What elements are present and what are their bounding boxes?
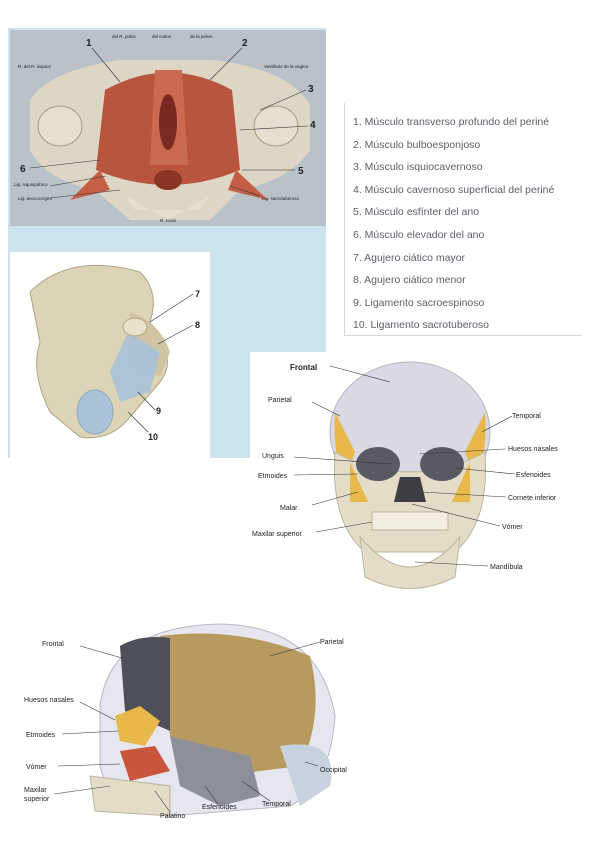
perineum-top-label-a: del R. pubis — [112, 34, 137, 39]
perineum-bottom-label: R. coxis — [160, 218, 177, 223]
skull-side-parietal: Parietal — [320, 639, 344, 646]
legend-list: 1. Músculo transverso profundo del perin… — [345, 103, 582, 337]
pelvis-figure: 7 8 9 10 — [10, 252, 210, 458]
perineum-label-4: 4 — [310, 120, 316, 131]
skull-front-parietal: Parietal — [268, 397, 292, 404]
legend-item: 2. Músculo bulboesponjoso — [353, 138, 481, 151]
legend-item: 6. Músculo elevador del ano — [353, 228, 485, 241]
skull-side-maxilar-b: superior — [24, 796, 50, 803]
legend-item: 5. Músculo esfínter del ano — [353, 206, 480, 219]
pelvis-label-8: 8 — [195, 320, 200, 330]
skull-side-figure: Frontal Parietal Huesos nasales Etmoides… — [20, 616, 370, 822]
skull-front-mandibula: Mandíbula — [490, 564, 523, 571]
perineum-label-2: 2 — [242, 38, 248, 49]
legend-item: 10. Ligamento sacrotuberoso — [353, 319, 490, 332]
skull-side-esfenoides: Esfenoides — [202, 804, 237, 811]
perineum-label-5: 5 — [298, 166, 304, 177]
skull-front-cornete: Cornete inferior — [508, 495, 557, 502]
legend-item: 1. Músculo transverso profundo del perin… — [353, 116, 550, 128]
legend-item: 7. Agujero ciático mayor — [353, 251, 466, 264]
skull-front-unguis: Unguis — [262, 453, 284, 460]
skull-side-frontal: Frontal — [42, 641, 64, 648]
legend-item: 4. Músculo cavernoso superficial del per… — [353, 183, 555, 196]
muscle-legend: 1. Músculo transverso profundo del perin… — [344, 103, 582, 336]
perineum-left-label: R. del R. isquion — [18, 64, 52, 69]
perineum-figure: 1 2 3 4 5 6 del R. pubis del coitos de l… — [10, 30, 326, 226]
perineum-top-label-c: de la pelvis — [190, 34, 213, 39]
skull-side-temporal: Temporal — [262, 801, 291, 808]
legend-item: 3. Músculo isquiocavernoso — [353, 161, 483, 174]
skull-front-esfenoides: Esfenoides — [516, 472, 551, 479]
skull-front-figure: Frontal Parietal Temporal Huesos nasales… — [250, 352, 590, 600]
skull-front-nasal-bones: Huesos nasales — [508, 446, 558, 453]
perineum-label-3: 3 — [308, 84, 314, 95]
skull-front-maxilar: Maxilar superior — [252, 531, 302, 538]
perineum-lig-right: Lig. sacrotuberoso — [262, 196, 300, 201]
pelvis-label-7: 7 — [195, 289, 200, 299]
skull-front-vomer: Vómer — [502, 524, 523, 531]
skull-front-etmoides: Etmoides — [258, 473, 288, 480]
perineum-lig-left-b: Lig. anococcígeo — [18, 196, 53, 201]
skull-side-maxilar-a: Maxilar — [24, 787, 47, 794]
skull-side-vomer: Vómer — [26, 764, 47, 771]
perineum-right-label: Vestíbulo de la vagina — [264, 64, 309, 69]
pelvis-label-10: 10 — [148, 432, 158, 442]
legend-item: 9. Ligamento sacroespinoso — [353, 296, 485, 309]
skull-side-nasal-bones: Huesos nasales — [24, 697, 74, 704]
skull-side-etmoides: Etmoides — [26, 732, 56, 739]
skull-front-malar: Malar — [280, 505, 298, 512]
skull-front-frontal: Frontal — [290, 363, 317, 372]
skull-side-palatino: Palatino — [160, 813, 185, 820]
perineum-top-label-b: del coitos — [152, 34, 172, 39]
perineum-label-1: 1 — [86, 38, 92, 49]
skull-side-occipital: Occipital — [320, 767, 347, 774]
legend-item: 8. Agujero ciático menor — [353, 274, 466, 287]
perineum-lig-left-a: Lig. isquiopúbico — [14, 182, 48, 187]
pelvis-label-9: 9 — [156, 406, 161, 416]
perineum-label-6: 6 — [20, 164, 26, 175]
skull-front-temporal: Temporal — [512, 413, 541, 420]
